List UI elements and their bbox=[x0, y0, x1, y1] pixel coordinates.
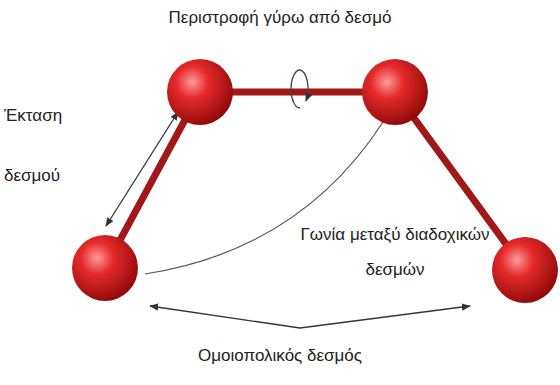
rotation-symbol bbox=[291, 70, 308, 108]
stretch-label: Έκταση δεσμού bbox=[4, 86, 74, 206]
rotation-label: Περιστροφή γύρω από δεσμό bbox=[100, 6, 460, 30]
covalent-label: Ομοιοπολικός δεσμός bbox=[110, 344, 450, 368]
stretch-arrow bbox=[106, 112, 178, 226]
atom-spheres bbox=[72, 59, 558, 303]
angle-label: Γωνία μεταξύ διαδοχικών δεσμών bbox=[300, 217, 490, 287]
angle-curve bbox=[145, 122, 383, 274]
covalent-arrows bbox=[150, 306, 470, 328]
